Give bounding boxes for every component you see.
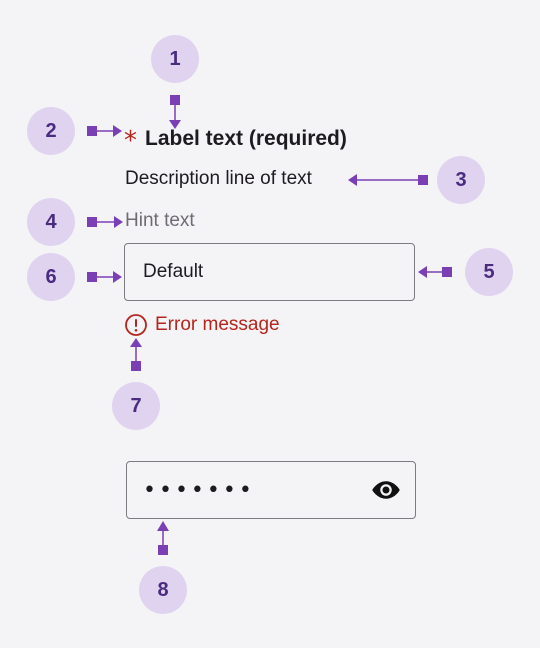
connector-2 <box>87 125 122 137</box>
connector-6 <box>87 271 122 283</box>
callout-badge-4: 4 <box>27 198 75 246</box>
callout-badge-1: 1 <box>151 35 199 83</box>
field-label-row: * Label text (required) <box>124 124 347 156</box>
error-message-row: Error message <box>124 313 280 337</box>
password-masked-value: ••••••• <box>143 477 255 503</box>
callout-badge-6: 6 <box>27 253 75 301</box>
text-input-field[interactable]: Default <box>124 243 415 301</box>
field-hint: Hint text <box>125 210 195 231</box>
connector-4 <box>87 216 123 228</box>
required-asterisk: * <box>124 126 137 156</box>
callout-badge-5: 5 <box>465 248 513 296</box>
connector-1 <box>169 95 181 129</box>
field-description: Description line of text <box>125 168 312 189</box>
error-message: Error message <box>155 314 280 335</box>
callout-badge-3: 3 <box>437 156 485 204</box>
connector-8 <box>157 521 169 555</box>
password-input-field[interactable]: ••••••• <box>126 461 416 519</box>
connector-3 <box>348 174 428 186</box>
error-icon <box>125 314 147 336</box>
text-input-value: Default <box>143 261 204 282</box>
callout-badge-2: 2 <box>27 107 75 155</box>
connector-7 <box>130 338 142 371</box>
callout-badge-8: 8 <box>139 566 187 614</box>
callout-badge-7: 7 <box>112 382 160 430</box>
eye-icon[interactable] <box>371 475 401 505</box>
field-label: Label text (required) <box>145 127 347 150</box>
connector-5 <box>418 266 452 278</box>
